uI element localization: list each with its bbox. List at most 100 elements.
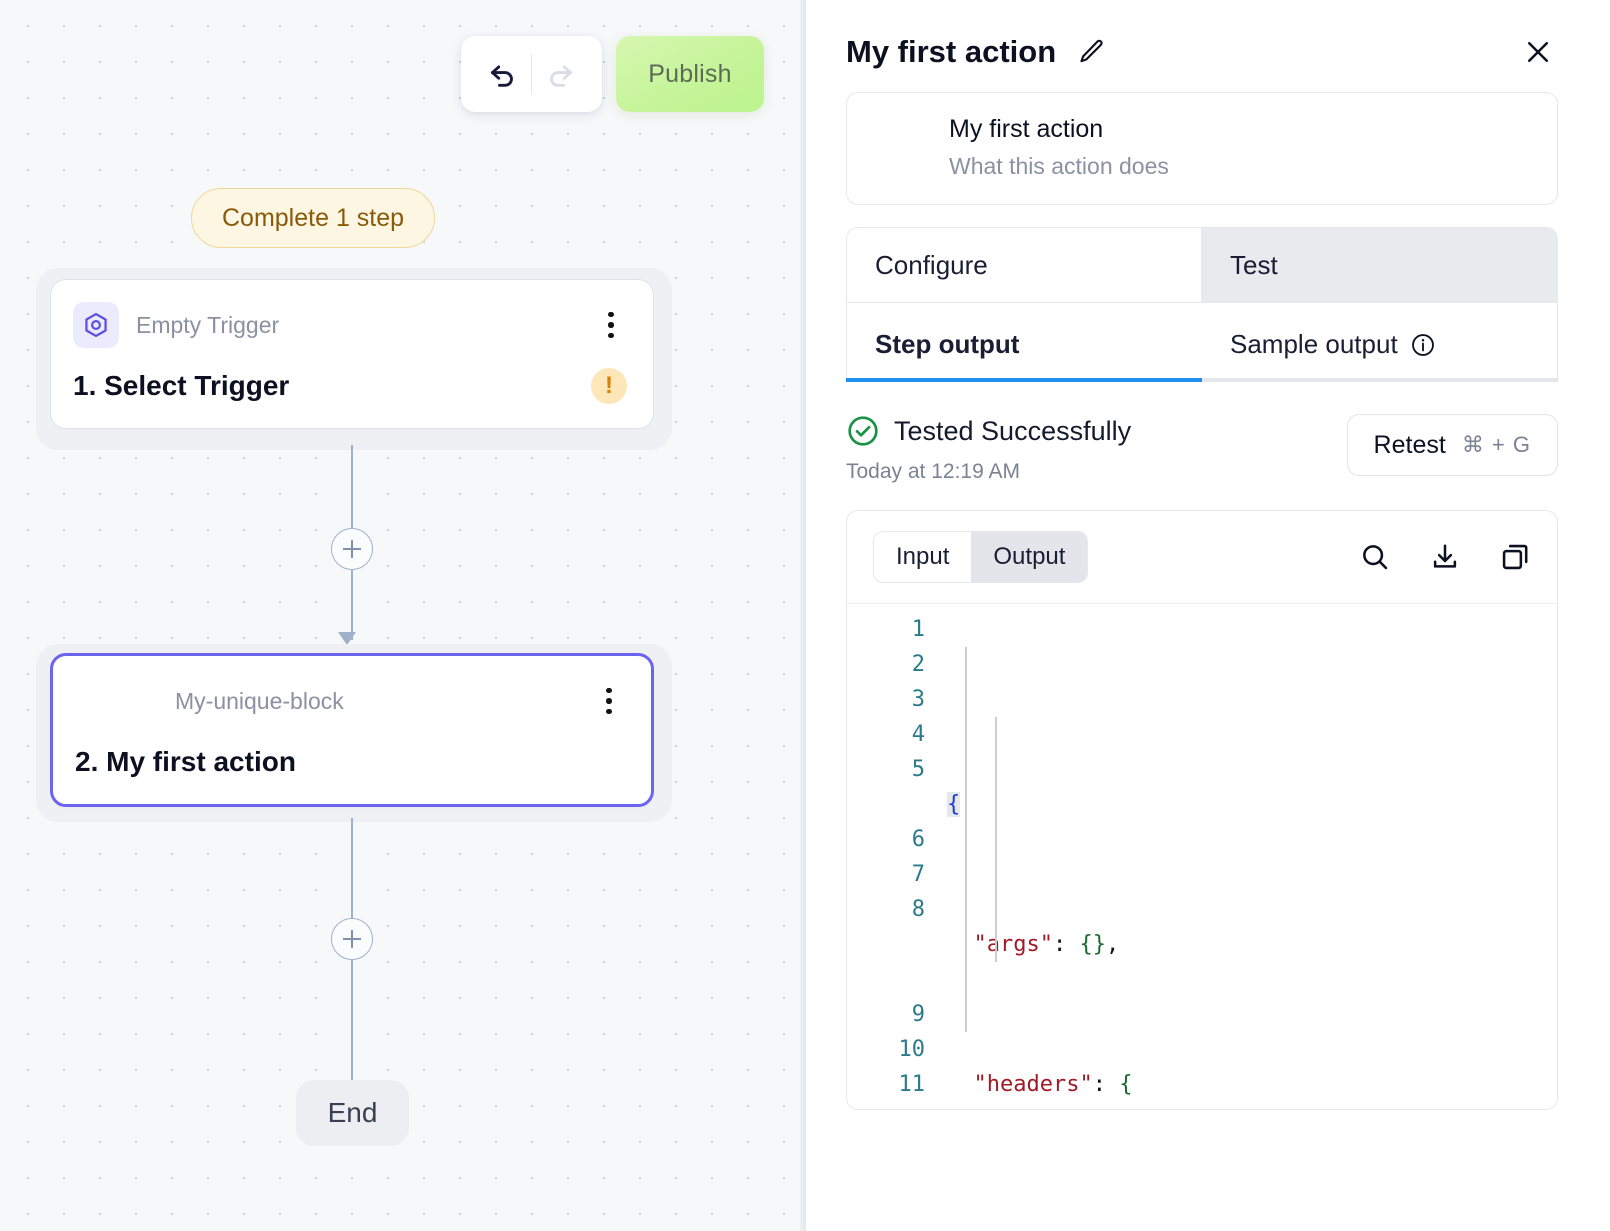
- action-summary-card[interactable]: My first action What this action does: [846, 92, 1558, 205]
- action-name: My first action: [949, 115, 1104, 143]
- action-description: What this action does: [949, 153, 1169, 179]
- edit-title-button[interactable]: [1072, 33, 1110, 71]
- node-1-header: Empty Trigger: [73, 302, 627, 348]
- token-open-brace: {: [947, 792, 961, 817]
- search-icon: [1363, 545, 1388, 570]
- json-output-viewer[interactable]: 1 2 3 4 5 . 6 7 8 . . 9 10 11 12: [847, 603, 1557, 1109]
- add-step-button-1[interactable]: [331, 528, 373, 570]
- line-number: 7: [911, 862, 925, 887]
- node-2-subtitle: My-unique-block: [175, 687, 344, 714]
- hexagon-trigger-icon: [73, 302, 119, 348]
- node-1-body: 1. Select Trigger !: [73, 364, 627, 408]
- canvas-toolbar: Publish: [461, 36, 764, 112]
- complete-step-label: Complete 1 step: [222, 203, 405, 232]
- subtab-sample-output-label: Sample output: [1230, 329, 1398, 359]
- input-output-toggle: Input Output: [873, 531, 1089, 583]
- node-2-more-options-icon[interactable]: [593, 682, 625, 720]
- segment-input[interactable]: Input: [874, 532, 972, 582]
- publish-button[interactable]: Publish: [616, 36, 764, 112]
- subtab-step-output-label: Step output: [875, 329, 1020, 359]
- output-code-card: Input Output: [846, 510, 1558, 1110]
- test-status-line: Tested Successfully: [846, 414, 1347, 448]
- search-button[interactable]: [1359, 541, 1391, 573]
- pencil-icon: [1080, 39, 1103, 63]
- code-tool-buttons: [1359, 541, 1531, 573]
- retest-button[interactable]: Retest ⌘ + G: [1346, 414, 1558, 476]
- test-status: Tested Successfully Today at 12:19 AM: [846, 414, 1347, 484]
- code-fold-guide-2: [995, 717, 997, 962]
- line-number: 3: [911, 687, 925, 712]
- copy-button[interactable]: [1499, 541, 1531, 573]
- line-number: 5: [911, 757, 925, 782]
- test-status-text: Tested Successfully: [894, 415, 1132, 446]
- canvas-panel-divider: [800, 0, 806, 1231]
- node-1-warning-icon[interactable]: !: [591, 368, 627, 404]
- end-node-label: End: [327, 1097, 378, 1128]
- flow-graph: Empty Trigger 1. Select Trigger ! My-uni…: [50, 279, 654, 1146]
- line-number: 1: [911, 617, 925, 642]
- toolbar-divider: [531, 54, 532, 94]
- segment-output[interactable]: Output: [971, 532, 1088, 582]
- line-number-spacer: .: [847, 962, 925, 997]
- copy-icon: [1502, 544, 1528, 570]
- undo-redo-group: [461, 36, 602, 112]
- undo-button[interactable]: [475, 46, 531, 102]
- subtab-underline-active: [846, 378, 1202, 382]
- line-number: 4: [911, 722, 925, 747]
- tab-configure[interactable]: Configure: [847, 228, 1202, 302]
- flow-canvas[interactable]: Publish Complete 1 step Empty Trigger: [0, 0, 806, 1231]
- connector-1a: [351, 445, 353, 549]
- connector-2b: [351, 960, 353, 1080]
- check-circle-icon: [846, 414, 880, 448]
- line-number: 9: [911, 1002, 925, 1027]
- connector-2a: [351, 818, 353, 920]
- line-number: 10: [898, 1037, 926, 1062]
- token-key-args: "args": [973, 932, 1053, 957]
- node-2-title: 2. My first action: [75, 746, 296, 777]
- node-1-more-options-icon[interactable]: [595, 306, 627, 344]
- connector-arrow-1: [338, 632, 356, 645]
- subtab-underline: [846, 378, 1558, 382]
- connector-1b: [351, 570, 353, 640]
- complete-step-badge[interactable]: Complete 1 step: [191, 188, 436, 248]
- line-number: 6: [911, 827, 925, 852]
- tab-test[interactable]: Test: [1202, 228, 1557, 302]
- subtab-underline-inactive: [1202, 378, 1558, 382]
- output-subtabs: Step output Sample output: [846, 303, 1558, 378]
- code-line-2: "args": {},: [973, 932, 1120, 957]
- redo-button[interactable]: [532, 46, 588, 102]
- step-details-panel: My first action My first action What thi…: [806, 0, 1610, 1231]
- line-number: 11: [898, 1072, 926, 1097]
- test-status-row: Tested Successfully Today at 12:19 AM Re…: [846, 414, 1558, 484]
- code-content[interactable]: { "args": {}, "headers": { "Accept": "ap…: [943, 612, 1557, 1109]
- code-line-3: "headers": {: [973, 1072, 1133, 1097]
- flow-node-end[interactable]: End: [296, 1080, 409, 1146]
- node-1-subtitle: Empty Trigger: [136, 311, 280, 338]
- node-2-body: 2. My first action: [75, 740, 625, 784]
- panel-header: My first action: [846, 0, 1558, 72]
- flow-node-my-first-action[interactable]: My-unique-block 2. My first action: [50, 653, 654, 807]
- line-number: 2: [911, 652, 925, 677]
- code-toolbar: Input Output: [847, 511, 1557, 603]
- redo-icon: [550, 65, 573, 87]
- line-number: 12: [847, 1102, 926, 1109]
- token-key-headers: "headers": [973, 1072, 1093, 1097]
- info-icon[interactable]: [1410, 332, 1436, 358]
- download-button[interactable]: [1429, 541, 1461, 573]
- code-fold-guide-1: [965, 647, 967, 1032]
- panel-tabs: Configure Test: [846, 227, 1558, 303]
- retest-shortcut: ⌘ + G: [1461, 432, 1531, 457]
- add-step-button-2[interactable]: [331, 918, 373, 960]
- close-panel-button[interactable]: [1518, 32, 1558, 72]
- code-line-numbers: 1 2 3 4 5 . 6 7 8 . . 9 10 11 12: [847, 612, 943, 1109]
- test-timestamp: Today at 12:19 AM: [846, 460, 1020, 483]
- flow-node-trigger[interactable]: Empty Trigger 1. Select Trigger !: [50, 279, 654, 429]
- code-line-1: {: [947, 787, 1557, 822]
- close-icon: [1528, 42, 1548, 62]
- subtab-sample-output[interactable]: Sample output: [1202, 303, 1557, 378]
- panel-title: My first action: [846, 34, 1057, 69]
- subtab-step-output[interactable]: Step output: [847, 303, 1202, 378]
- node-2-header: My-unique-block: [75, 678, 625, 724]
- download-icon: [1433, 544, 1457, 568]
